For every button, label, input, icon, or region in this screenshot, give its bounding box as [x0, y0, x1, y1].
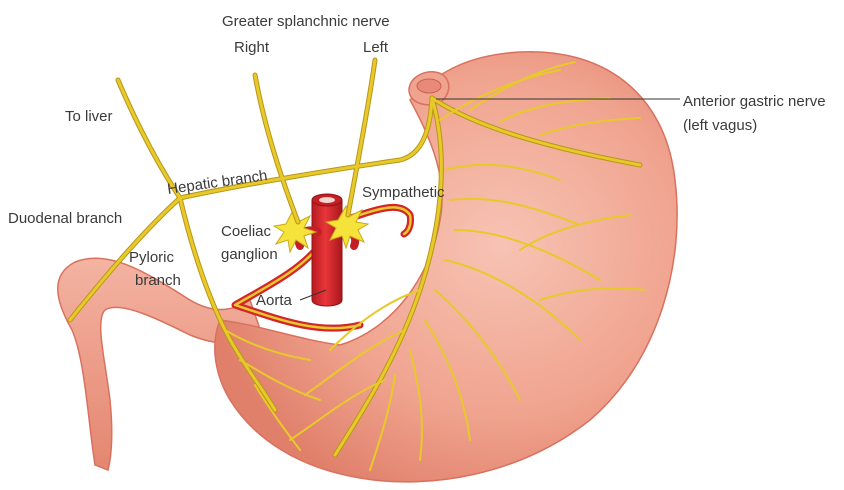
greater-splanchnic-nerve-label: Greater splanchnic nerve — [222, 13, 390, 30]
coeliac-label: Coeliac — [221, 223, 272, 240]
sympathetic-label: Sympathetic — [362, 184, 445, 201]
oesophagus-lumen — [417, 79, 441, 93]
left-label: Left — [363, 39, 389, 56]
right-label: Right — [234, 39, 270, 56]
ganglion-label: ganglion — [221, 246, 278, 263]
duodenal-branch-label: Duodenal branch — [8, 210, 122, 227]
to-liver-label: To liver — [65, 108, 113, 125]
anterior-gastric-nerve-label: Anterior gastric nerve — [683, 93, 826, 110]
pyloric-label: Pyloric — [129, 249, 175, 266]
left-vagus-label: (left vagus) — [683, 117, 757, 134]
branch-label: branch — [135, 272, 181, 289]
aorta-label: Aorta — [256, 292, 293, 309]
hepatic-branch-label: Hepatic branch — [166, 167, 268, 198]
